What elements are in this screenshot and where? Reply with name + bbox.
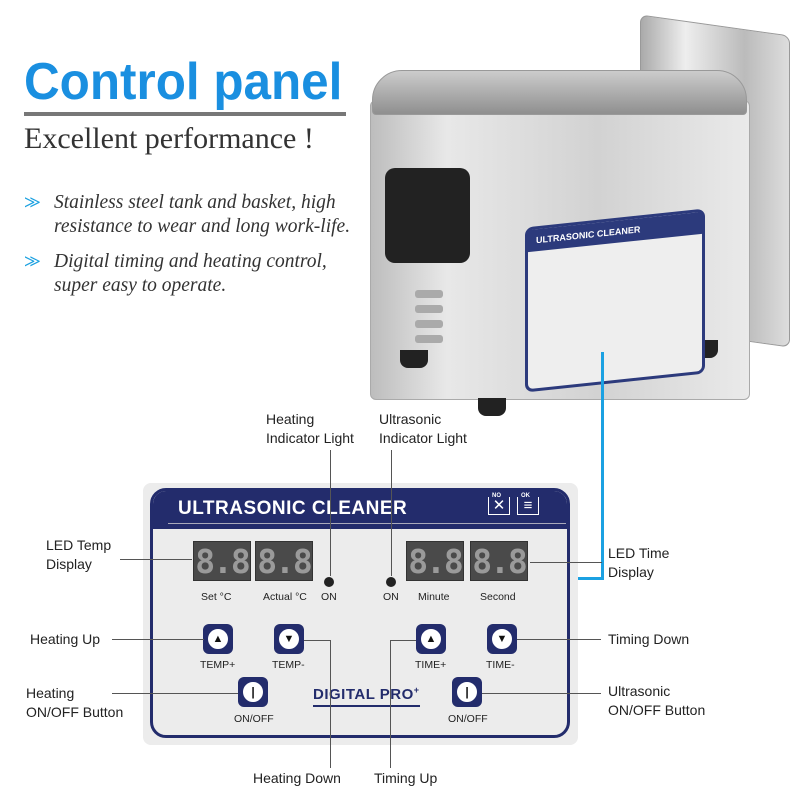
actual-label: Actual °C xyxy=(263,591,307,603)
panel-header xyxy=(153,491,567,529)
temp-minus-button[interactable]: ▼ xyxy=(274,624,304,654)
arrow-down-icon: ▼ xyxy=(492,629,512,649)
foot xyxy=(400,350,428,368)
callout-line xyxy=(330,450,331,576)
ok-basket-icon: OK≡ xyxy=(517,493,539,515)
page-title: Control panel xyxy=(24,53,343,111)
connector-line xyxy=(601,352,604,580)
power-icon: | xyxy=(243,682,263,702)
vent xyxy=(415,335,443,343)
arrow-down-icon: ▼ xyxy=(279,629,299,649)
led-time-minute: 8.8 xyxy=(406,541,464,581)
heat-on-label: ON xyxy=(321,591,337,603)
onoff-label: ON/OFF xyxy=(448,713,488,725)
panel-border xyxy=(150,488,570,738)
callout-line xyxy=(391,450,392,576)
ultrasonic-onoff-button[interactable]: | xyxy=(452,677,482,707)
callout-line xyxy=(304,640,330,641)
bullet-text: resistance to wear and long work-life. xyxy=(54,216,351,237)
bullet-text: Digital timing and heating control, xyxy=(54,251,327,272)
callout-line xyxy=(530,562,602,563)
bullet-text: super easy to operate. xyxy=(54,275,227,296)
time-minus-button[interactable]: ▼ xyxy=(487,624,517,654)
foot xyxy=(478,398,506,416)
subtitle: Excellent performance ! xyxy=(24,122,314,155)
ultra-on-label: ON xyxy=(383,591,399,603)
heating-indicator-light xyxy=(324,577,334,587)
double-chevron-right-icon: >> xyxy=(24,192,41,214)
led-temp-actual: 8.8 xyxy=(255,541,313,581)
callout-heating-down: Heating Down xyxy=(253,770,341,786)
minute-label: Minute xyxy=(418,591,450,603)
bullet-item: >> Stainless steel tank and basket, high… xyxy=(24,191,350,239)
bullet-text: Stainless steel tank and basket, high xyxy=(54,192,336,213)
time-plus-label: TIME+ xyxy=(415,659,447,671)
brand-logo: DIGITAL PRO+ xyxy=(313,685,420,707)
machine-control-panel: ULTRASONIC CLEANER xyxy=(525,208,705,393)
temp-minus-label: TEMP- xyxy=(272,659,305,671)
arrow-up-icon: ▲ xyxy=(208,629,228,649)
callout-timing-down: Timing Down xyxy=(608,631,690,647)
vent xyxy=(415,320,443,328)
tank-handle xyxy=(385,168,470,263)
title-underline xyxy=(24,112,346,116)
set-label: Set °C xyxy=(201,591,232,603)
ultrasonic-indicator-light xyxy=(386,577,396,587)
no-basket-icon: NO✕ xyxy=(488,493,510,515)
power-icon: | xyxy=(457,682,477,702)
callout-line xyxy=(390,640,391,768)
led-temp-set: 8.8 xyxy=(193,541,251,581)
callout-line xyxy=(517,639,601,640)
second-label: Second xyxy=(480,591,516,603)
time-plus-button[interactable]: ▲ xyxy=(416,624,446,654)
callout-line xyxy=(112,639,204,640)
temp-plus-label: TEMP+ xyxy=(200,659,236,671)
double-chevron-right-icon: >> xyxy=(24,251,41,273)
onoff-label: ON/OFF xyxy=(234,713,274,725)
arrow-up-icon: ▲ xyxy=(421,629,441,649)
callout-heating-up: Heating Up xyxy=(30,631,101,647)
temp-plus-button[interactable]: ▲ xyxy=(203,624,233,654)
callout-line xyxy=(120,559,192,560)
callout-line xyxy=(330,640,331,768)
tank-opening xyxy=(372,70,747,115)
panel-title: ULTRASONIC CLEANER xyxy=(178,498,408,519)
led-time-second: 8.8 xyxy=(470,541,528,581)
heating-onoff-button[interactable]: | xyxy=(238,677,268,707)
vent xyxy=(415,305,443,313)
callout-timing-up: Timing Up xyxy=(374,770,438,786)
bullet-item: >> Digital timing and heating control, su… xyxy=(24,250,327,298)
time-minus-label: TIME- xyxy=(486,659,515,671)
callout-line xyxy=(112,693,238,694)
callout-line xyxy=(390,640,416,641)
vent xyxy=(415,290,443,298)
callout-line xyxy=(482,693,601,694)
divider xyxy=(168,523,566,524)
